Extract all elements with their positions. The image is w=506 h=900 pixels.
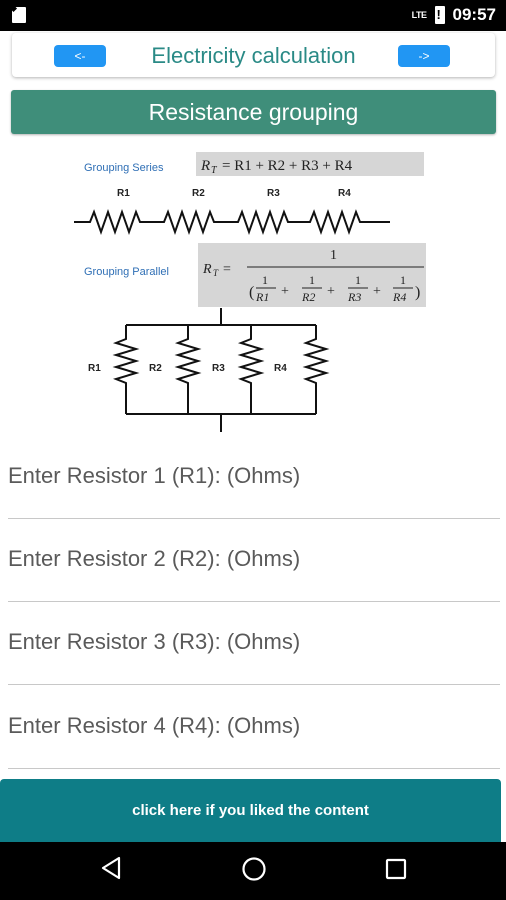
svg-text:T: T bbox=[213, 268, 219, 278]
like-content-label: click here if you liked the content bbox=[132, 802, 369, 819]
svg-text:R1: R1 bbox=[255, 290, 269, 304]
header-card: <- Electricity calculation -> bbox=[12, 33, 495, 77]
resistor-1-input[interactable] bbox=[8, 463, 488, 489]
svg-text:R3: R3 bbox=[347, 290, 361, 304]
resistor-4-input[interactable] bbox=[8, 713, 488, 739]
svg-text:=: = bbox=[223, 262, 231, 277]
series-label-r2: R2 bbox=[192, 188, 205, 199]
like-content-button[interactable]: click here if you liked the content bbox=[0, 779, 501, 842]
resistor-3-field bbox=[8, 601, 500, 685]
svg-text:1: 1 bbox=[355, 273, 361, 287]
svg-text:+: + bbox=[327, 284, 335, 299]
series-resistor-labels: R1 R2 R3 R4 bbox=[117, 188, 351, 199]
resistor-2-input[interactable] bbox=[8, 546, 488, 572]
parallel-label: Grouping Parallel bbox=[84, 266, 169, 278]
svg-text:R4: R4 bbox=[392, 290, 406, 304]
svg-text:1: 1 bbox=[262, 273, 268, 287]
svg-text:T: T bbox=[211, 165, 218, 176]
series-circuit bbox=[74, 208, 390, 236]
status-right: LTE 09:57 bbox=[412, 5, 496, 25]
parallel-resistor-labels: R1 R2 R3 R4 bbox=[88, 363, 287, 374]
parallel-label-r4: R4 bbox=[274, 363, 287, 374]
svg-text:+: + bbox=[281, 284, 289, 299]
svg-text:R: R bbox=[200, 158, 210, 174]
series-formula-box bbox=[196, 152, 424, 176]
parallel-formula-box bbox=[198, 243, 426, 307]
parallel-circuit bbox=[112, 308, 330, 432]
svg-text:1: 1 bbox=[309, 273, 315, 287]
series-label-r4: R4 bbox=[338, 188, 351, 199]
app-title: Electricity calculation bbox=[151, 43, 356, 68]
svg-text:+: + bbox=[373, 284, 381, 299]
svg-text:= R1 + R2 + R3 + R4: = R1 + R2 + R3 + R4 bbox=[222, 158, 353, 174]
section-title: Resistance grouping bbox=[11, 90, 496, 134]
home-circle-icon[interactable] bbox=[241, 856, 267, 882]
network-label: LTE bbox=[411, 10, 427, 20]
resistor-2-field bbox=[8, 518, 500, 602]
svg-text:1: 1 bbox=[330, 248, 337, 263]
svg-text:R: R bbox=[202, 262, 212, 277]
previous-button[interactable]: <- bbox=[54, 45, 106, 67]
battery-icon bbox=[434, 6, 445, 24]
next-button[interactable]: -> bbox=[398, 45, 450, 67]
parallel-label-r1: R1 bbox=[88, 363, 101, 374]
series-label-r1: R1 bbox=[117, 188, 130, 199]
parallel-label-r2: R2 bbox=[149, 363, 162, 374]
svg-text:1: 1 bbox=[400, 273, 406, 287]
resistance-grouping-diagram: Grouping Series R T = R1 + R2 + R3 + R4 … bbox=[74, 152, 426, 432]
resistor-1-field bbox=[8, 435, 500, 519]
series-label-r3: R3 bbox=[267, 188, 280, 199]
recents-square-icon[interactable] bbox=[385, 858, 407, 880]
navigation-bar bbox=[0, 842, 506, 900]
svg-text:R2: R2 bbox=[301, 290, 315, 304]
clock: 09:57 bbox=[452, 5, 496, 24]
resistor-3-input[interactable] bbox=[8, 629, 488, 655]
parallel-formula: R T = 1 ( 1 R1 + 1 R2 + 1 R3 + 1 R4 ) bbox=[202, 248, 424, 304]
back-triangle-icon[interactable] bbox=[100, 856, 122, 880]
parallel-label-r3: R3 bbox=[212, 363, 225, 374]
status-bar: LTE 09:57 bbox=[0, 0, 506, 31]
section-title-text: Resistance grouping bbox=[148, 98, 359, 125]
sd-card-icon bbox=[12, 7, 26, 23]
series-label: Grouping Series bbox=[84, 162, 164, 174]
svg-text:(: ( bbox=[249, 284, 254, 301]
resistor-4-field bbox=[8, 685, 500, 769]
svg-text:): ) bbox=[415, 284, 420, 301]
series-formula: R T = R1 + R2 + R3 + R4 bbox=[200, 158, 353, 176]
